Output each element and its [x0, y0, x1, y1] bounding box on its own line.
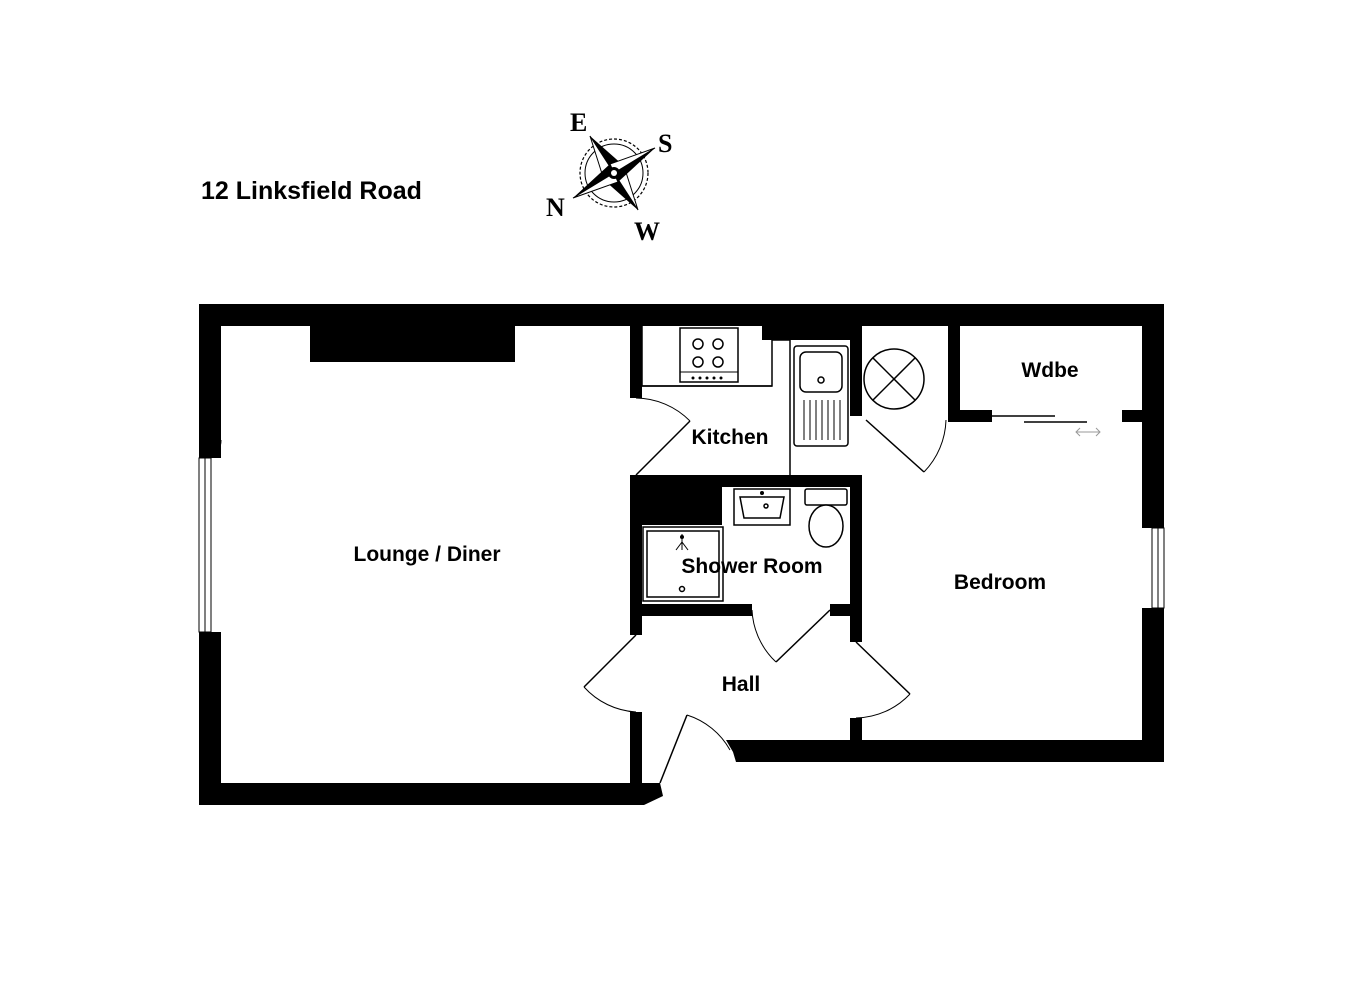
washbasin-icon — [733, 488, 791, 526]
shower-tray-icon — [642, 526, 724, 602]
wardrobe-sliding-doors — [992, 415, 1101, 437]
compass-east-label: E — [570, 108, 587, 137]
compass-south-label: S — [658, 129, 672, 158]
door-hall-lounge — [583, 634, 637, 713]
hob-icon — [679, 327, 739, 383]
toilet-icon — [804, 488, 848, 548]
compass-west-label: W — [634, 217, 660, 246]
room-label-hall: Hall — [722, 673, 761, 696]
room-label-shower-room: Shower Room — [681, 555, 822, 578]
kitchen-worktop — [641, 326, 791, 475]
room-label-kitchen: Kitchen — [691, 426, 768, 449]
boiler-icon — [863, 348, 925, 410]
door-cupboard — [865, 419, 947, 473]
walls — [199, 304, 1164, 805]
room-label-lounge-diner: Lounge / Diner — [354, 543, 501, 566]
compass-rose: E S N W — [546, 108, 672, 246]
door-lounge-kitchen — [635, 397, 691, 476]
property-title: 12 Linksfield Road — [201, 177, 422, 205]
window-lounge — [198, 439, 222, 633]
kitchen-sink-icon — [793, 345, 849, 447]
compass-north-label: N — [546, 193, 565, 222]
window-bedroom — [1151, 527, 1165, 609]
room-label-wardrobe: Wdbe — [1021, 359, 1078, 382]
door-hall-bedroom — [855, 641, 911, 719]
compass-needle — [572, 135, 656, 211]
door-entrance — [659, 714, 731, 784]
room-label-bedroom: Bedroom — [954, 571, 1046, 594]
door-shower — [751, 609, 831, 663]
